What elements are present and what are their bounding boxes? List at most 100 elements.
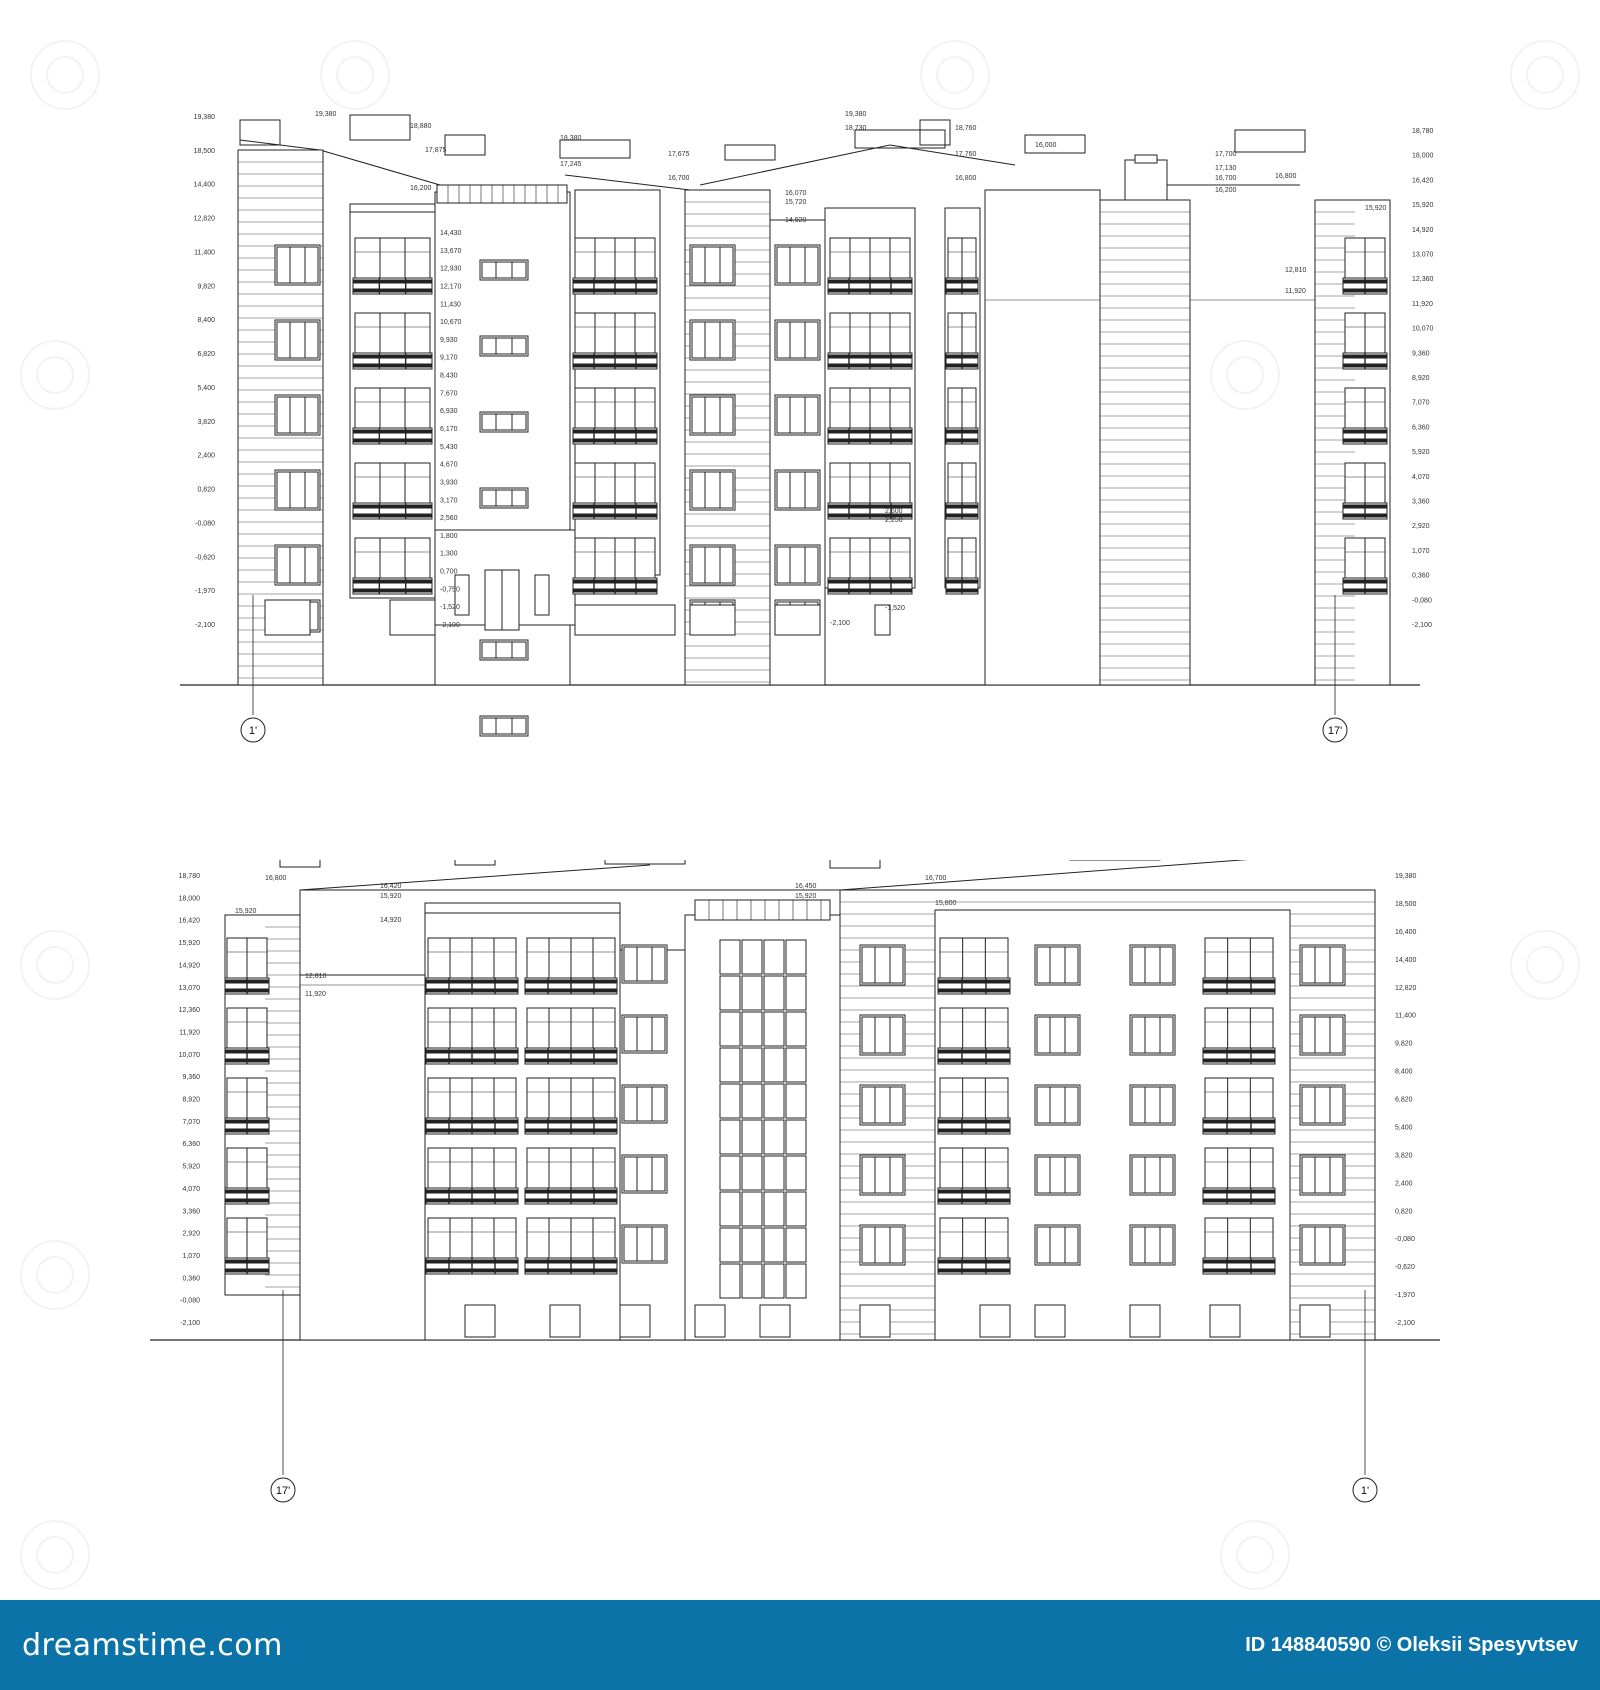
level-label: 16,700 [925, 875, 947, 882]
window-frame [276, 396, 319, 434]
level-label: -2,100 [440, 622, 460, 629]
window-frame [691, 471, 734, 509]
entrance-side-window [454, 574, 470, 616]
window [1299, 1014, 1346, 1056]
window [274, 319, 321, 361]
level-label: 12,170 [440, 283, 462, 290]
level-label: -2,100 [1412, 622, 1432, 629]
level-label: -2,100 [830, 620, 850, 627]
balcony-rail-top [1202, 1189, 1276, 1194]
glazing-panel [785, 1119, 807, 1155]
glazing-panel [763, 975, 785, 1011]
level-label: -1,520 [885, 605, 905, 612]
roof-parapet [349, 114, 411, 141]
level-label: 17,700 [1215, 151, 1237, 158]
level-label: 7,070 [1412, 400, 1430, 407]
roof-railing [436, 184, 568, 204]
window [1129, 1084, 1176, 1126]
level-label: 8,920 [1412, 375, 1430, 382]
level-label: 8,430 [440, 373, 458, 380]
wall-section-blank [984, 189, 1101, 686]
window-frame [623, 1156, 666, 1192]
level-label: 16,800 [1275, 173, 1297, 180]
glazing-panel [741, 1047, 763, 1083]
balcony-rail-top [937, 1049, 1011, 1054]
level-label: 18,780 [179, 873, 201, 880]
balcony-rail-top [1202, 1259, 1276, 1264]
glazing-panel [785, 1047, 807, 1083]
level-label: -0,080 [1395, 1236, 1415, 1243]
window-frame [1131, 1226, 1174, 1264]
window [859, 1224, 906, 1266]
level-label: 13,070 [1412, 252, 1434, 259]
balcony-rail-bottom [1202, 1128, 1276, 1133]
axis-bubble-left [240, 717, 266, 743]
window-frame [481, 261, 527, 279]
level-label: 18,000 [1412, 153, 1434, 160]
basement-window [759, 1304, 791, 1338]
window-frame [623, 946, 666, 982]
brand-logo[interactable]: dreamstime.com [22, 1627, 283, 1663]
glazing-panel [763, 1083, 785, 1119]
level-label: 5,920 [182, 1164, 200, 1171]
level-label: 4,670 [440, 462, 458, 469]
balcony-rail-top [937, 1189, 1011, 1194]
level-label: 1,070 [1412, 548, 1430, 555]
window-frame [1301, 1226, 1344, 1264]
level-label: -0,080 [180, 1298, 200, 1305]
level-label: 18,780 [1412, 128, 1434, 135]
level-label: 12,930 [440, 266, 462, 273]
glazing-panel [719, 1155, 741, 1191]
level-label: 15,920 [795, 893, 817, 900]
window [621, 1084, 668, 1124]
level-label: 11,920 [179, 1029, 200, 1036]
balcony-rail-bottom [352, 363, 433, 368]
level-label: 19,380 [194, 114, 216, 121]
level-label: 16,200 [1215, 187, 1237, 194]
glazing-panel [785, 1011, 807, 1047]
level-label: 19,380 [845, 111, 867, 118]
basement-window [774, 604, 821, 636]
balcony-rail-top [937, 1119, 1011, 1124]
level-label: 18,760 [955, 125, 977, 132]
window-frame [1301, 946, 1344, 984]
window-frame [276, 546, 319, 584]
basement-window [389, 599, 436, 636]
level-label: 18,380 [560, 135, 582, 142]
roof-line [319, 149, 441, 186]
basement-window [874, 604, 891, 636]
axis-label-right: 17' [1328, 725, 1342, 737]
wall-section-plain [619, 949, 686, 1341]
balcony-rail-bottom [352, 288, 433, 293]
tower-right [1099, 199, 1191, 686]
basement-window [1034, 1304, 1066, 1338]
glazing-panel [785, 1155, 807, 1191]
window [1299, 1224, 1346, 1266]
level-label: 18,500 [194, 148, 216, 155]
window [1299, 944, 1346, 986]
balcony-rail-bottom [937, 1058, 1011, 1063]
glazing-panel [763, 1011, 785, 1047]
level-label: 6,930 [440, 408, 458, 415]
window [621, 1224, 668, 1264]
window-frame [623, 1226, 666, 1262]
window-frame [1036, 1016, 1079, 1054]
window-frame [691, 546, 734, 584]
window [774, 319, 821, 361]
ramp [574, 604, 676, 636]
level-label: 17,875 [425, 147, 447, 154]
watermark-swirl-icon [20, 1240, 90, 1310]
window-frame [623, 1016, 666, 1052]
balcony-glazing [354, 237, 431, 279]
level-label: 2,560 [440, 515, 458, 522]
balcony-rail-top [1202, 979, 1276, 984]
balcony-glazing [939, 1217, 1009, 1259]
basement-window [859, 1304, 891, 1338]
elevation-top-drawing: 19,38018,50014,40012,82011,4009,8208,400… [180, 111, 1434, 813]
window [689, 469, 736, 511]
watermark-swirl-icon [1510, 40, 1580, 110]
window [859, 1154, 906, 1196]
window [1299, 1154, 1346, 1196]
level-label: 2,600 [885, 508, 903, 515]
